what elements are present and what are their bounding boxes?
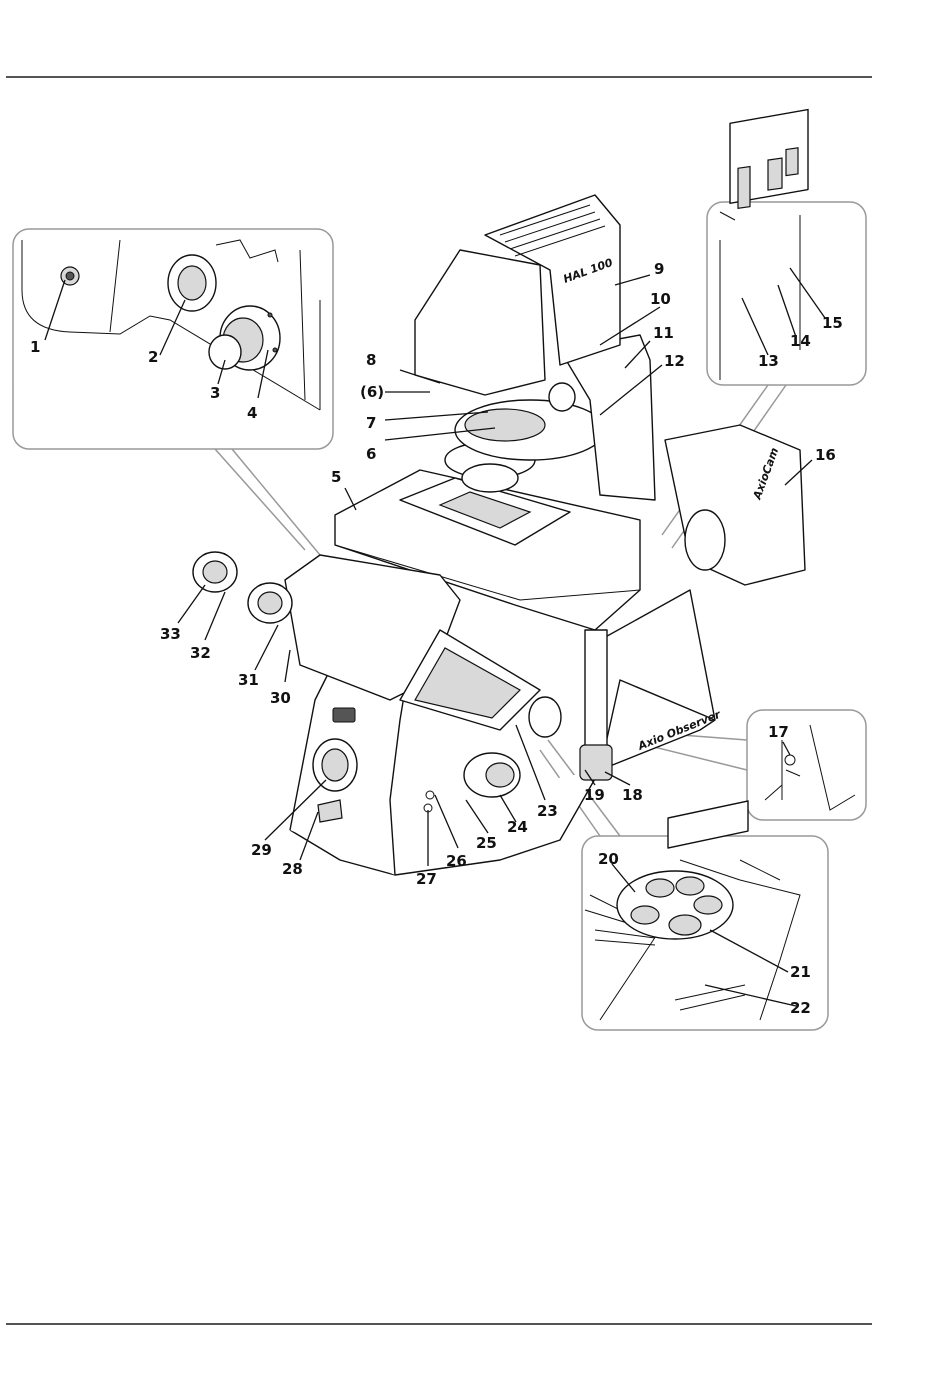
callout-21: 21 xyxy=(790,965,811,980)
callout-1: 1 xyxy=(30,340,40,355)
callout-31: 31 xyxy=(238,673,259,688)
callout-15: 15 xyxy=(822,316,843,331)
callout-16: 16 xyxy=(815,448,836,463)
rear-knob-3 xyxy=(209,335,241,369)
callout-19: 19 xyxy=(584,788,605,803)
callout-10: 10 xyxy=(650,292,671,307)
callout-12: 12 xyxy=(664,354,685,369)
callout-24: 24 xyxy=(507,820,528,835)
callout-27: 27 xyxy=(416,872,437,887)
inset-panel-power-switch xyxy=(747,710,866,820)
callout-2: 2 xyxy=(148,350,158,365)
callout-17: 17 xyxy=(768,725,789,740)
callout-8: 8 xyxy=(366,353,376,368)
focus-knob-right xyxy=(529,697,561,737)
callout-4: 4 xyxy=(247,406,257,421)
inset-connector-rear xyxy=(215,449,320,555)
callout-3: 3 xyxy=(210,386,220,401)
callout-26: 26 xyxy=(446,854,467,869)
callout-20: 20 xyxy=(598,852,619,867)
inset-panel-side-ports xyxy=(707,202,866,385)
callout-29: 29 xyxy=(251,843,272,858)
callout-6: 6 xyxy=(366,447,376,462)
callout-6-paren: (6) xyxy=(360,385,384,400)
focus-drive-column xyxy=(585,630,607,760)
callout-9: 9 xyxy=(654,262,664,277)
callout-13: 13 xyxy=(758,354,779,369)
callout-22: 22 xyxy=(790,1001,811,1016)
callout-7: 7 xyxy=(366,416,376,431)
callout-23: 23 xyxy=(537,804,558,819)
callout-14: 14 xyxy=(790,334,811,349)
inset-panel-rear-ports xyxy=(13,229,333,449)
callout-30: 30 xyxy=(270,691,291,706)
zeiss-logo xyxy=(333,708,355,722)
callout-5: 5 xyxy=(331,470,341,485)
callout-28: 28 xyxy=(282,862,303,877)
callout-33: 33 xyxy=(160,627,181,642)
callout-32: 32 xyxy=(190,646,211,661)
callout-11: 11 xyxy=(653,326,674,341)
callout-25: 25 xyxy=(476,836,497,851)
camera xyxy=(665,425,805,585)
callout-18: 18 xyxy=(622,788,643,803)
knob-10 xyxy=(549,383,575,411)
